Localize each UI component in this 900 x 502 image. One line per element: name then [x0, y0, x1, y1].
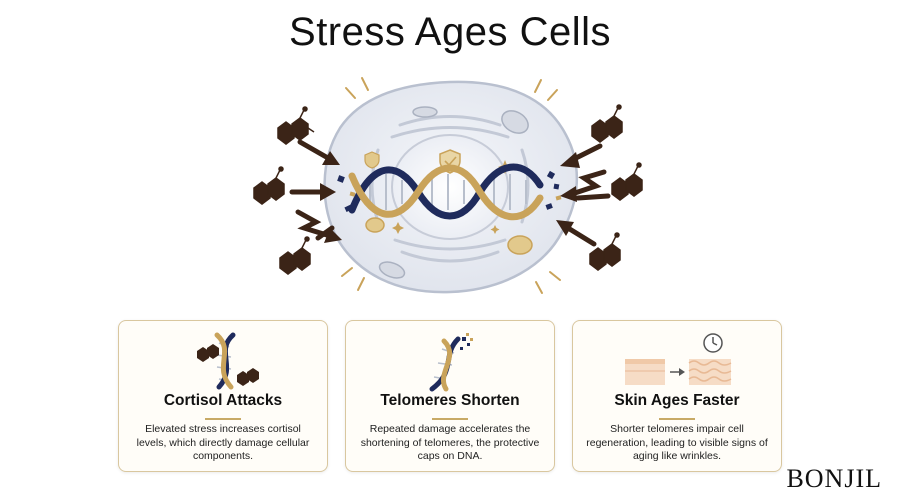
card-divider — [432, 418, 468, 420]
card-text: Shorter telomeres impair cell regenerati… — [586, 423, 768, 462]
shield-icon — [364, 151, 380, 169]
vesicle — [412, 106, 438, 118]
dna-helix-icon — [337, 163, 562, 221]
card-divider — [205, 418, 241, 420]
cortisol-molecule-icon — [253, 104, 643, 275]
card-title: Cortisol Attacks — [163, 392, 283, 409]
golgi-gold — [507, 235, 533, 255]
glow-rays — [341, 77, 561, 294]
card-text: Repeated damage accelerates the shorteni… — [360, 423, 540, 462]
clock-icon — [703, 333, 723, 353]
card-title: Skin Ages Faster — [614, 392, 740, 409]
mitochondrion — [378, 261, 406, 279]
skin-layer-icon — [625, 359, 665, 385]
card-cortisol-attacks: Cortisol Attacks Elevated stress increas… — [118, 320, 328, 472]
skin-aging-icon — [625, 333, 732, 385]
skin-layer-icon — [688, 359, 732, 385]
cell-illustration — [253, 77, 643, 294]
golgi-gold — [365, 217, 385, 233]
brand-logo: BONJIL — [786, 464, 882, 493]
mitochondrion — [501, 110, 529, 134]
card-text: Elevated stress increases cortisol level… — [136, 423, 310, 462]
page-title: Stress Ages Cells — [289, 10, 611, 54]
nucleus — [391, 134, 509, 240]
cortisol-dna-icon — [197, 332, 259, 390]
card-title: Telomeres Shorten — [380, 392, 520, 409]
card-divider — [659, 418, 695, 420]
arrows-toward-cell — [289, 139, 611, 247]
card-telomeres-shorten: Telomeres Shorten Repeated damage accele… — [345, 320, 555, 472]
card-skin-ages-faster: Skin Ages Faster Shorter telomeres impai… — [572, 320, 782, 472]
arrow-right-icon — [670, 368, 685, 376]
dna-helix-icon — [429, 333, 473, 392]
